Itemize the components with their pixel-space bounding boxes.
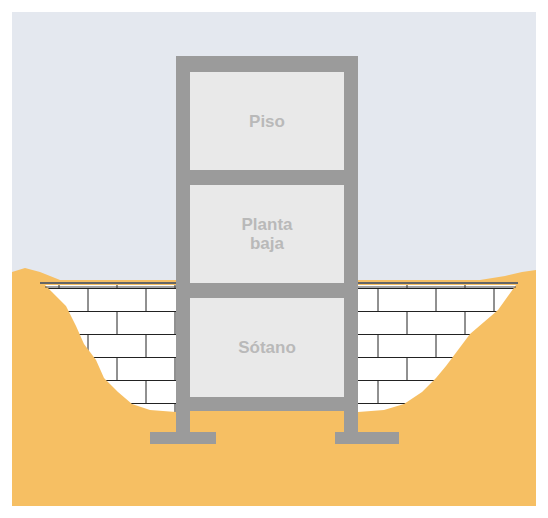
floor-room: Planta baja [190,185,344,283]
retaining-wall-right [358,285,516,412]
retaining-wall-left [45,285,176,412]
floor-label: Piso [249,112,285,131]
floor-label: Planta baja [232,215,302,253]
floor-room: Sótano [190,298,344,397]
floor-label: Sótano [238,338,296,357]
ground [12,268,536,506]
floor-room: Piso [190,72,344,170]
sky [12,12,536,506]
building-frame [150,56,399,444]
